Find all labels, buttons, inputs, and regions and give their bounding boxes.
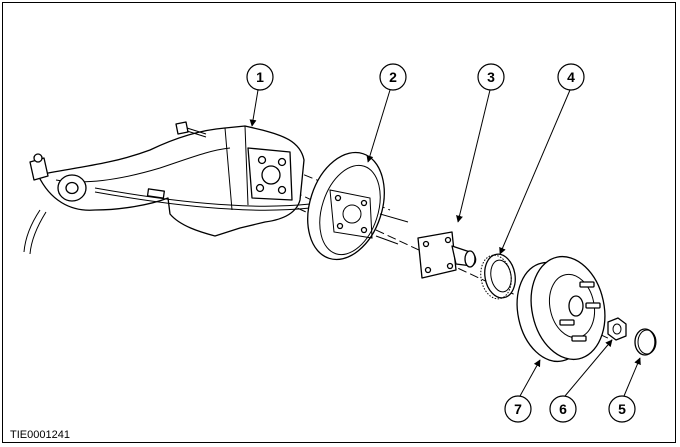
callout-5: 5	[608, 395, 636, 423]
grease-cap	[634, 328, 657, 356]
callout-6: 6	[549, 395, 577, 423]
hub-nut	[607, 317, 627, 341]
figure-reference-code: TIE0001241	[10, 429, 70, 441]
abs-sensor-ring	[480, 253, 516, 300]
callout-7-label: 7	[514, 401, 522, 417]
hub-spindle	[417, 231, 477, 279]
brake-backplate	[307, 151, 409, 261]
wheel-studs	[559, 281, 601, 342]
leader-lines	[249, 89, 641, 397]
callout-5-label: 5	[618, 401, 626, 417]
callout-6-label: 6	[559, 401, 567, 417]
callout-4: 4	[557, 63, 585, 91]
callout-2: 2	[379, 63, 407, 91]
rear-axle-beam	[23, 121, 311, 255]
brake-drum	[516, 255, 606, 363]
callout-7: 7	[504, 395, 532, 423]
callout-3-label: 3	[487, 69, 495, 85]
callout-4-label: 4	[567, 69, 575, 85]
callout-1: 1	[246, 63, 274, 91]
callout-2-label: 2	[389, 69, 397, 85]
callout-3: 3	[477, 63, 505, 91]
callout-1-label: 1	[256, 69, 264, 85]
